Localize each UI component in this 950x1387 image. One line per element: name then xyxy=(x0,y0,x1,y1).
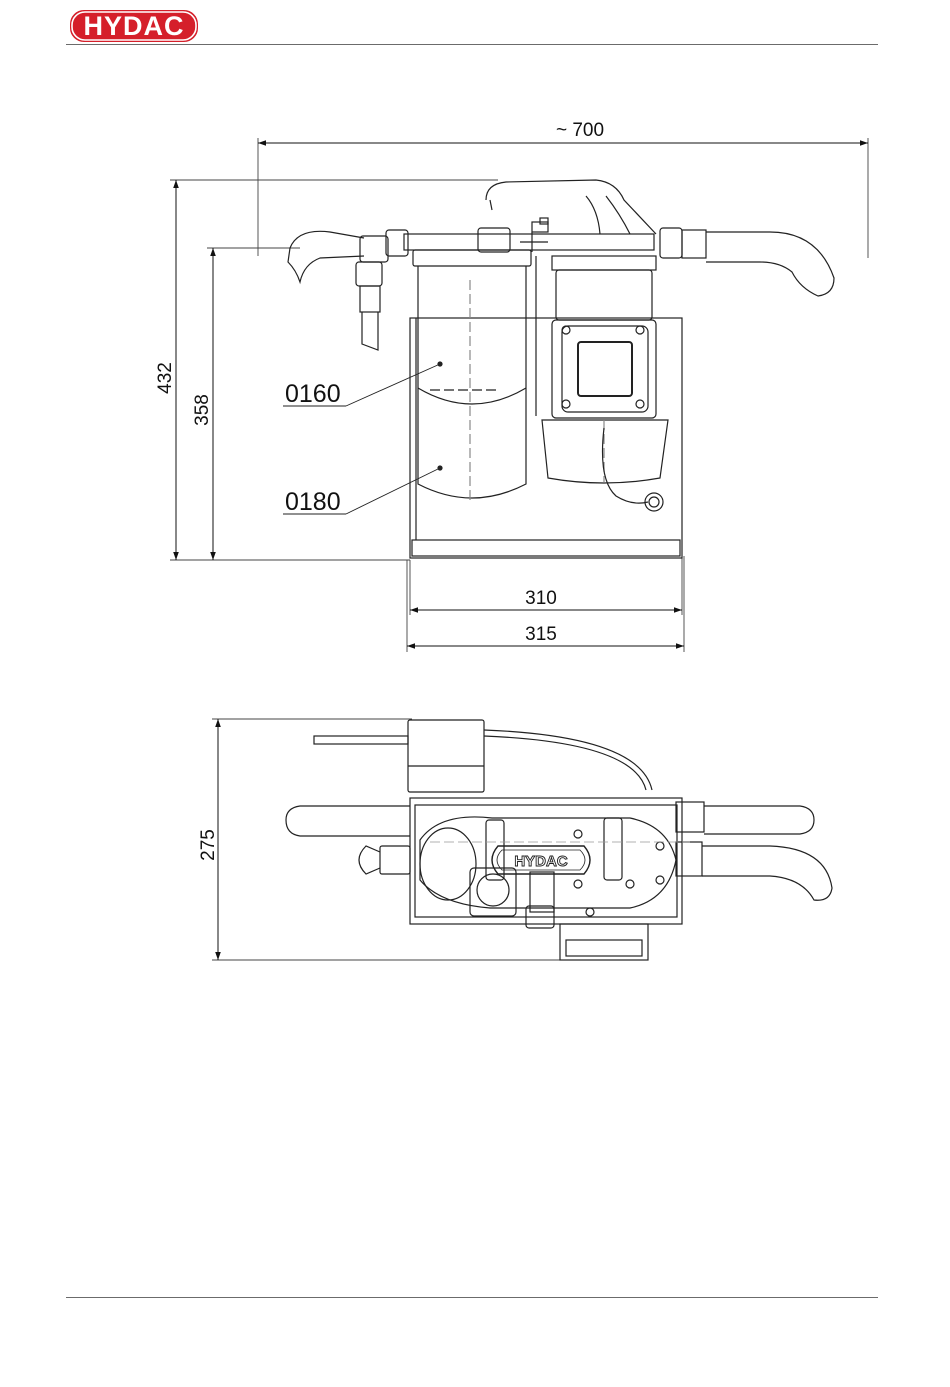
top-manifold xyxy=(386,218,654,256)
top-lower-hose xyxy=(676,842,832,900)
callout-dot-0160 xyxy=(438,362,442,366)
dim-overall-width: ~ 700 xyxy=(556,120,604,141)
power-cable xyxy=(603,428,664,511)
top-view xyxy=(212,719,832,960)
top-base-foot xyxy=(560,924,648,960)
left-hose xyxy=(288,231,388,282)
top-upper-hose xyxy=(286,802,814,836)
left-elbow-fitting xyxy=(356,262,382,350)
callout-0160: 0160 xyxy=(285,380,341,408)
pump-body xyxy=(420,817,676,928)
dim-overall-height: 432 xyxy=(155,362,176,394)
right-hose xyxy=(660,228,834,296)
dimension-lines xyxy=(176,143,868,646)
callout-0180: 0180 xyxy=(285,488,341,516)
dim-height-to-ports: 358 xyxy=(192,394,213,426)
top-left-fitting xyxy=(359,846,410,874)
dim-frame-width: 310 xyxy=(525,588,557,609)
dim-depth: 275 xyxy=(198,829,219,861)
top-motor-label: HYDAC xyxy=(514,853,568,870)
callout-dot-0180 xyxy=(438,466,442,470)
frame-plate xyxy=(410,318,682,558)
filter-bowl xyxy=(413,250,531,500)
dim-base-width: 315 xyxy=(525,624,557,645)
terminal-box xyxy=(314,720,484,792)
extension-lines xyxy=(170,138,868,652)
front-view xyxy=(170,138,868,652)
carry-handle xyxy=(486,180,656,234)
top-power-cable xyxy=(484,730,652,790)
